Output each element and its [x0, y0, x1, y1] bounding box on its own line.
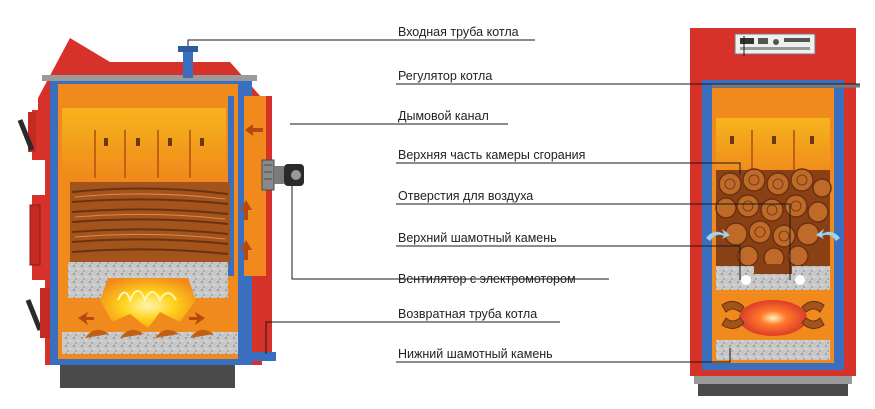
label-smoke-channel: Дымовой канал	[398, 109, 489, 123]
lower-firebrick	[62, 332, 238, 354]
label-regulator: Регулятор котла	[398, 69, 492, 83]
label-upper-chamber: Верхняя часть камеры сгорания	[398, 148, 585, 162]
label-air-holes: Отверстия для воздуха	[398, 189, 533, 203]
label-lower-stone: Нижний шамотный камень	[398, 347, 553, 361]
boiler-cutaway-side	[17, 38, 304, 388]
label-return-pipe: Возвратная труба котла	[398, 307, 537, 321]
fan-motor-icon	[261, 159, 304, 191]
boiler-cutaway-front	[690, 28, 860, 396]
control-panel-icon	[734, 33, 816, 55]
label-group: Входная труба котла Регулятор котла Дымо…	[187, 25, 860, 363]
inlet-pipe	[183, 48, 193, 78]
log-stack	[715, 168, 832, 269]
label-fan-motor: Вентилятор с электромотором	[398, 272, 576, 286]
return-pipe	[252, 352, 276, 361]
label-inlet-pipe: Входная труба котла	[398, 25, 519, 39]
upper-firebrick	[68, 262, 228, 278]
label-upper-stone: Верхний шамотный камень	[398, 231, 557, 245]
wood-pile	[70, 182, 230, 264]
boiler-base	[60, 363, 235, 388]
flame	[100, 278, 196, 328]
